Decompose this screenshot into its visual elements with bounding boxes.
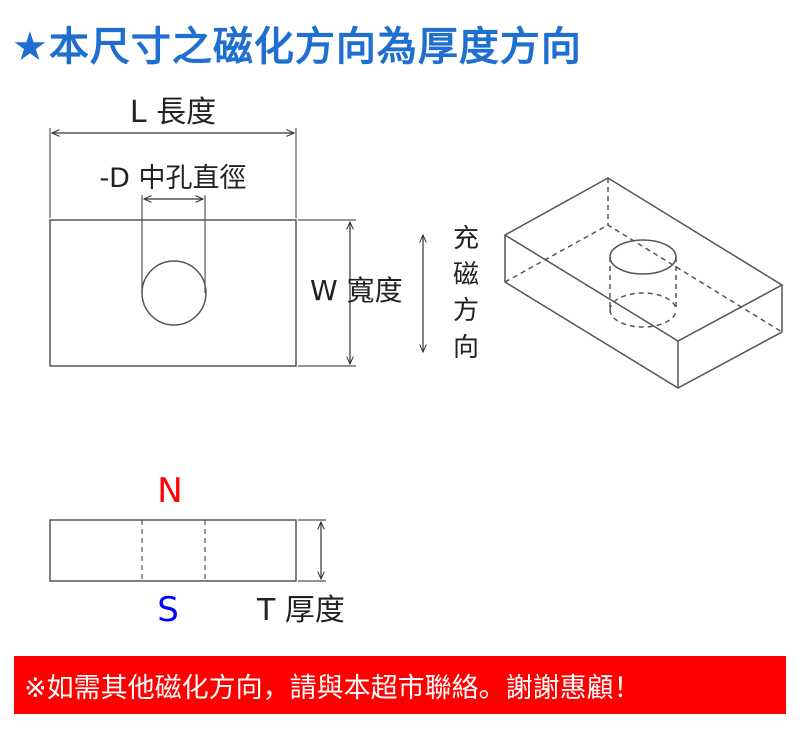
magnetize-char-1: 充 xyxy=(453,224,479,254)
iso-hole-bottom-front xyxy=(609,309,677,328)
length-label: L 長度 xyxy=(130,95,216,130)
iso-hole-top xyxy=(609,239,677,275)
iso-hidden-bottom-edges xyxy=(504,224,783,333)
width-label: W 寬度 xyxy=(310,274,403,307)
magnetize-char-3: 方 xyxy=(453,296,479,326)
magnetize-char-2: 磁 xyxy=(453,260,479,290)
thickness-label: T 厚度 xyxy=(256,593,345,628)
side-view: N S T 厚度 xyxy=(49,471,345,630)
iso-hole-bottom-back xyxy=(609,292,677,311)
magnetize-direction: 充 磁 方 向 xyxy=(423,224,479,363)
center-hole xyxy=(141,260,207,326)
top-view-rectangle xyxy=(49,219,297,367)
south-pole-label: S xyxy=(157,590,179,630)
isometric-view xyxy=(503,177,784,389)
contact-notice-banner: ※如需其他磁化方向，請與本超市聯絡。謝謝惠顧！ xyxy=(14,656,786,714)
north-pole-label: N xyxy=(157,471,182,511)
hole-diameter-label: -D 中孔直徑 xyxy=(99,163,246,194)
side-view-rectangle xyxy=(49,519,297,582)
iso-side-edges xyxy=(504,235,783,389)
magnetize-char-4: 向 xyxy=(453,333,479,363)
top-view: L 長度 -D 中孔直徑 W 寬度 xyxy=(49,95,403,367)
page-title: ★本尺寸之磁化方向為厚度方向 xyxy=(12,24,582,70)
